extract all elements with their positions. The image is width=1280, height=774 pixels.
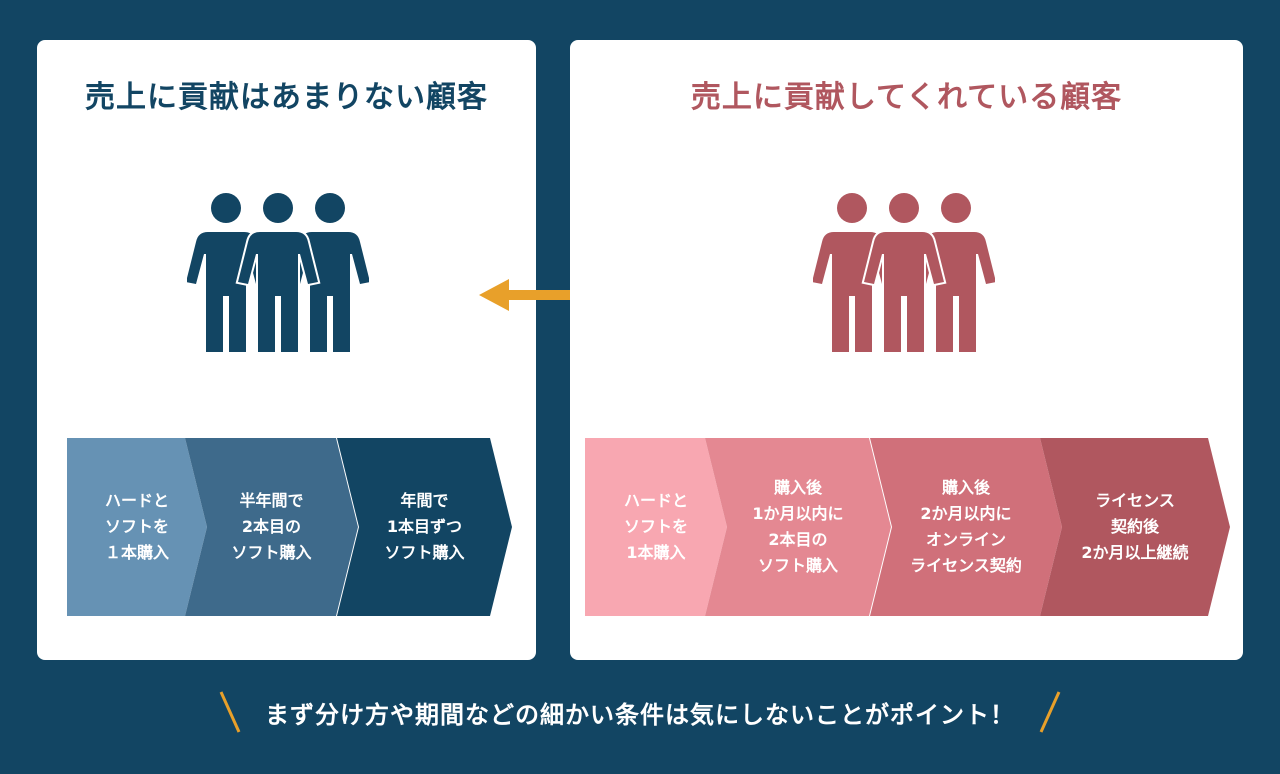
- right-step-2: 購入後 1か月以内に 2本目の ソフト購入: [705, 438, 891, 616]
- slash-left-icon: [219, 691, 241, 733]
- left-step-2: 半年間で 2本目の ソフト購入: [185, 438, 358, 616]
- double-arrow-icon: [479, 279, 627, 311]
- people-group-icon: [813, 192, 995, 354]
- step-label: ライセンス 契約後 2か月以上継続: [1081, 491, 1189, 562]
- footer-text: まず分け方や期間などの細かい条件は気にしないことがポイント！: [265, 700, 1015, 729]
- step-label: 半年間で 2本目の ソフト購入: [231, 491, 312, 562]
- slash-right-icon: [1039, 691, 1061, 733]
- left-step-3: 年間で 1本目ずつ ソフト購入: [337, 438, 512, 616]
- left-steps: ハードと ソフトを １本購入半年間で 2本目の ソフト購入 年間で 1本目ずつ ソ…: [67, 438, 517, 616]
- step-label: ハードと ソフトを 1本購入: [623, 491, 688, 562]
- right-step-4: ライセンス 契約後 2か月以上継続: [1040, 438, 1230, 616]
- step-label: 購入後 2か月以内に オンライン ライセンス契約: [910, 478, 1022, 575]
- step-label: ハードと ソフトを １本購入: [104, 491, 169, 562]
- right-panel: 売上に貢献してくれている顧客 ハードと ソフトを 1本購入購入後 1か月以内に …: [570, 40, 1243, 660]
- step-label: 年間で 1本目ずつ ソフト購入: [384, 491, 465, 562]
- right-step-1: ハードと ソフトを 1本購入: [585, 438, 727, 616]
- left-panel: 売上に貢献はあまりない顧客 ハードと ソフトを １本購入半年間で 2本目の ソフ…: [37, 40, 536, 660]
- right-panel-title: 売上に貢献してくれている顧客: [690, 80, 1123, 115]
- right-step-3: 購入後 2か月以内に オンライン ライセンス契約: [870, 438, 1062, 616]
- footer-tip: まず分け方や期間などの細かい条件は気にしないことがポイント！: [0, 690, 1280, 734]
- right-steps: ハードと ソフトを 1本購入購入後 1か月以内に 2本目の ソフト購入購入後 2…: [585, 438, 1230, 616]
- left-step-1: ハードと ソフトを １本購入: [67, 438, 207, 616]
- step-label: 購入後 1か月以内に 2本目の ソフト購入: [752, 478, 844, 575]
- people-group-icon: [187, 192, 369, 354]
- left-panel-title: 売上に貢献はあまりない顧客: [85, 80, 488, 115]
